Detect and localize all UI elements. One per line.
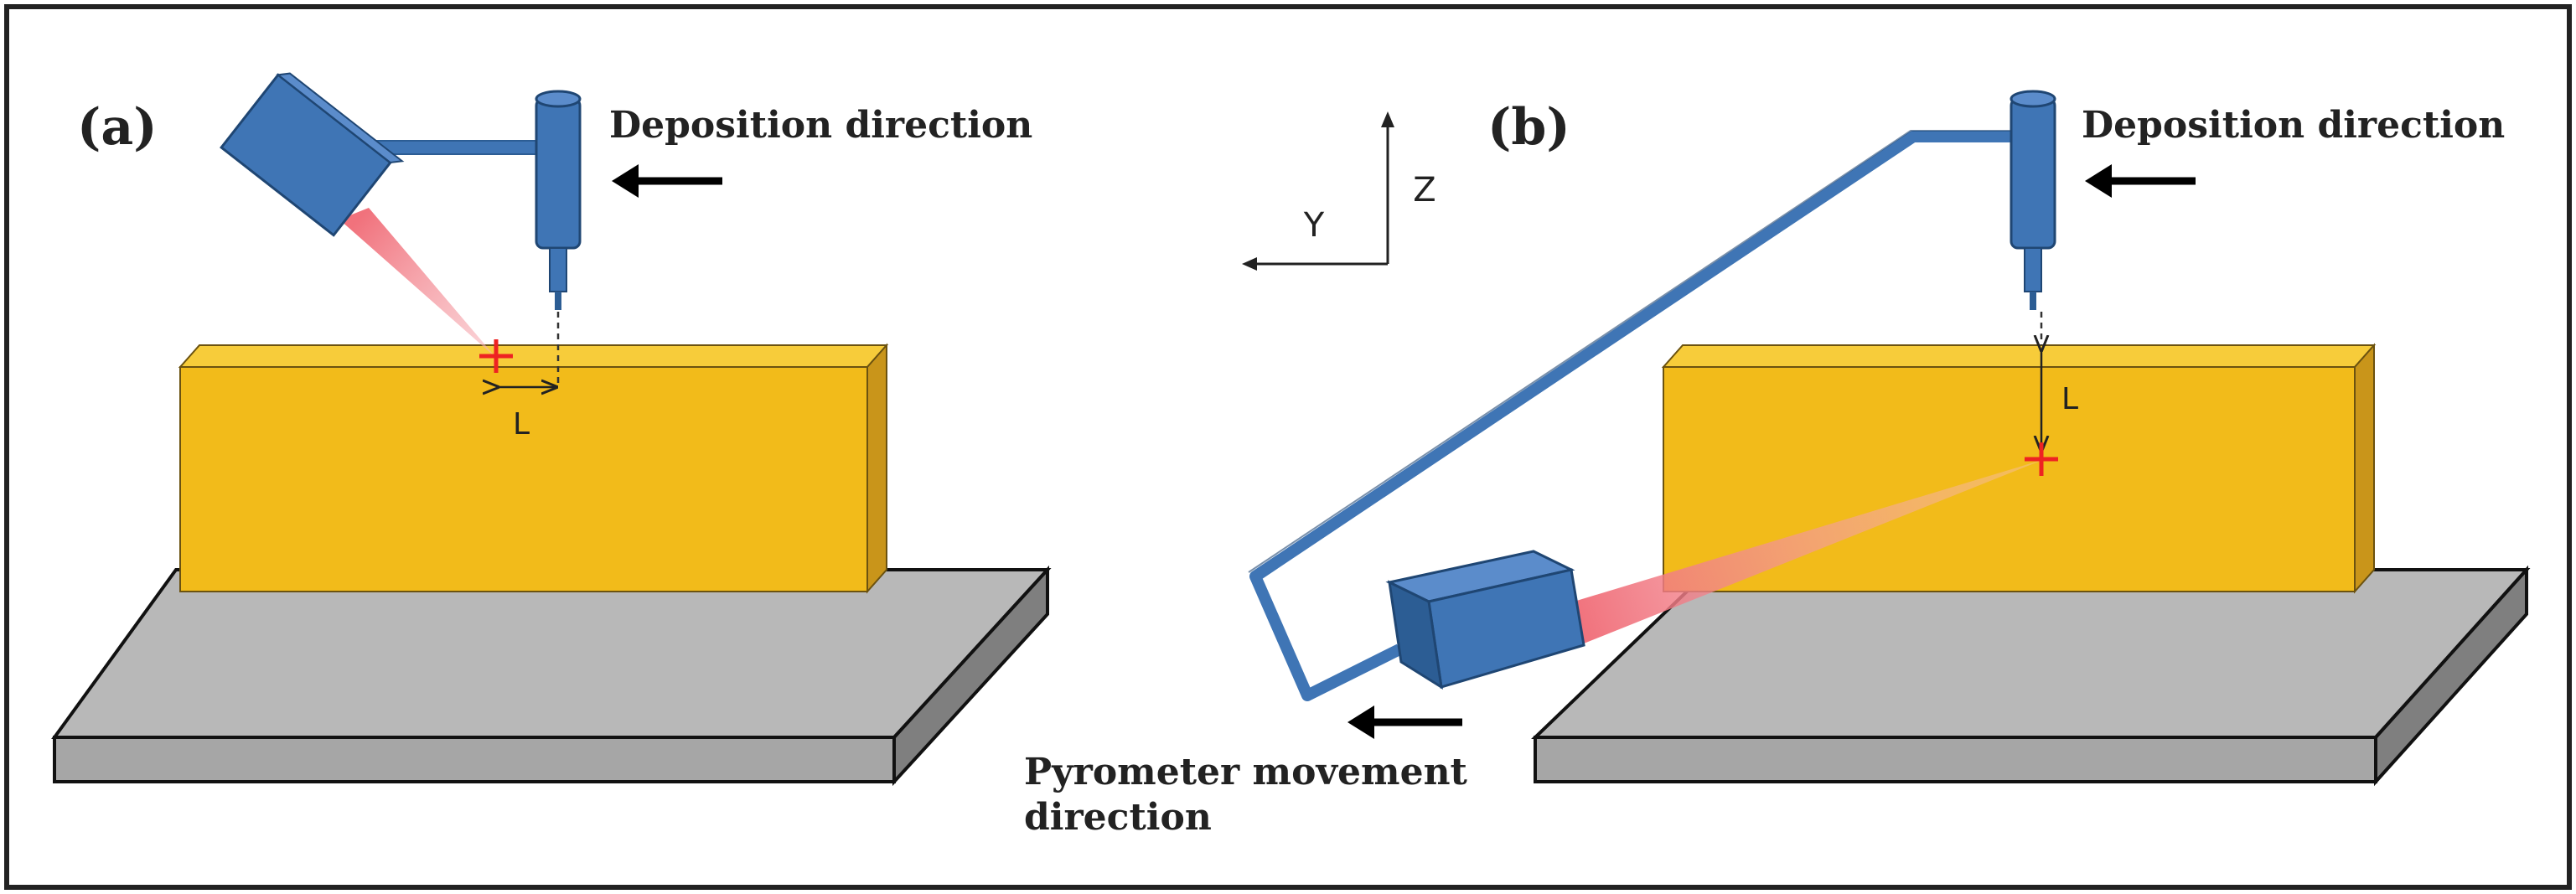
pyrometer-beam-b — [1574, 459, 2045, 643]
pyrometer-movement-label-line1: Pyrometer movement — [1024, 751, 1468, 793]
wall-top-b — [1661, 344, 2377, 368]
panel-label-a: (a) — [77, 98, 158, 157]
wall-front-a — [179, 366, 868, 592]
deposition-arrow-a — [612, 164, 722, 198]
offset-label-a: L — [513, 407, 530, 442]
pyrometer-movement-arrow — [1347, 705, 1462, 739]
coordinate-axes: Y Z — [1242, 111, 1436, 271]
pyrometer-b-side — [1388, 580, 1443, 690]
deposition-nozzle-a — [535, 90, 582, 310]
laser-spot-b — [2025, 442, 2058, 476]
deposition-nozzle-b — [2010, 90, 2056, 310]
deposition-direction-label-a: Deposition direction — [609, 104, 1032, 147]
deposited-wall-a — [178, 343, 889, 594]
pyrometer-arm-b — [1249, 131, 2028, 701]
deposition-direction-label-b: Deposition direction — [2082, 104, 2505, 147]
panel-a: L (a) Deposition direction — [51, 72, 1052, 787]
pyrometer-movement-label-line2: direction — [1024, 796, 1212, 839]
wall-side-b — [2354, 343, 2375, 594]
panel-label-b: (b) — [1487, 98, 1570, 157]
laser-spot-a — [479, 339, 513, 373]
panel-b: L (b) Deposition direction Pyrometer mov… — [1024, 90, 2531, 839]
z-axis-label: Z — [1413, 171, 1435, 209]
plate-front-b — [1534, 736, 2377, 783]
plate-side-a — [892, 565, 1049, 787]
plate-top-a — [51, 568, 1052, 739]
pyrometer-beam-a — [339, 208, 496, 358]
pyrometer-movement-label: Pyrometer movement direction — [1024, 751, 1480, 839]
y-axis-label: Y — [1303, 206, 1325, 245]
pyrometer-b — [1385, 550, 1585, 690]
wall-top-a — [178, 344, 889, 368]
offset-label-b: L — [2061, 382, 2078, 416]
wall-side-a — [866, 343, 887, 594]
plate-front-a — [53, 736, 896, 783]
pyrometer-a — [220, 72, 405, 237]
deposition-arrow-b — [2085, 164, 2196, 198]
substrate-plate-a — [51, 565, 1052, 787]
plate-side-b — [2374, 565, 2528, 787]
substrate-plate-b — [1531, 565, 2531, 787]
